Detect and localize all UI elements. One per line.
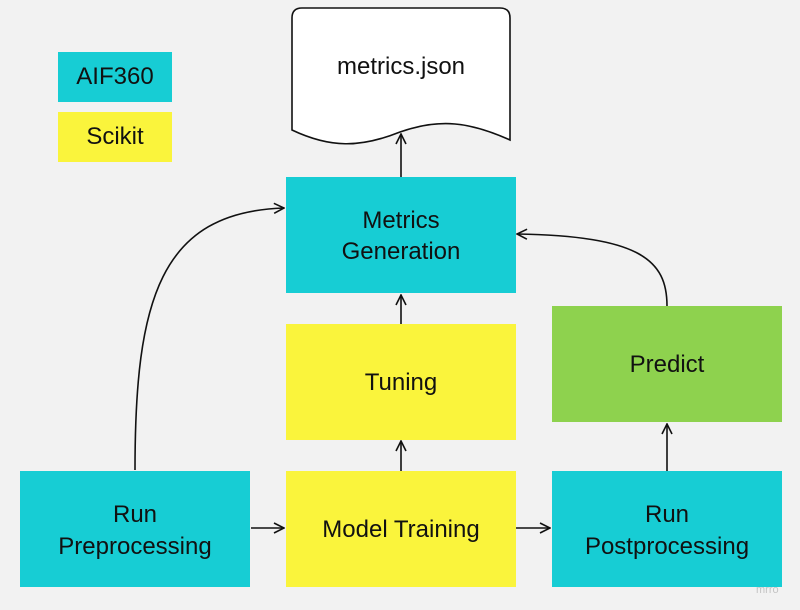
node-metrics-generation: Metrics Generation <box>286 177 516 293</box>
metrics-generation-label-line2: Generation <box>342 238 461 265</box>
watermark: mrro <box>756 584 779 596</box>
run-preprocessing-label-line1: Run <box>113 501 157 528</box>
legend: AIF360 Scikit <box>58 52 172 162</box>
node-predict: Predict <box>552 306 782 422</box>
legend-aif360-swatch <box>58 52 172 102</box>
metrics-generation-label-line1: Metrics <box>362 207 439 234</box>
predict-label: Predict <box>630 351 705 378</box>
node-run-preprocessing: Run Preprocessing <box>20 471 250 587</box>
node-tuning: Tuning <box>286 324 516 440</box>
node-run-postprocessing: Run Postprocessing <box>552 471 782 587</box>
edge-predict-to-metrics-generation <box>517 234 668 307</box>
run-postprocessing-label-line2: Postprocessing <box>585 533 749 560</box>
legend-scikit-label: Scikit <box>86 123 144 150</box>
edge-run-preprocessing-to-metrics-generation <box>134 208 284 471</box>
legend-aif360-label: AIF360 <box>76 63 153 90</box>
run-postprocessing-label-line1: Run <box>645 501 689 528</box>
node-model-training: Model Training <box>286 471 516 587</box>
tuning-label: Tuning <box>365 369 438 396</box>
metrics-json-label: metrics.json <box>337 53 465 80</box>
run-preprocessing-label-line2: Preprocessing <box>58 533 211 560</box>
model-training-label: Model Training <box>322 516 479 543</box>
edges <box>134 134 668 528</box>
metrics-json-document: metrics.json <box>291 7 511 145</box>
legend-scikit-swatch <box>58 112 172 162</box>
